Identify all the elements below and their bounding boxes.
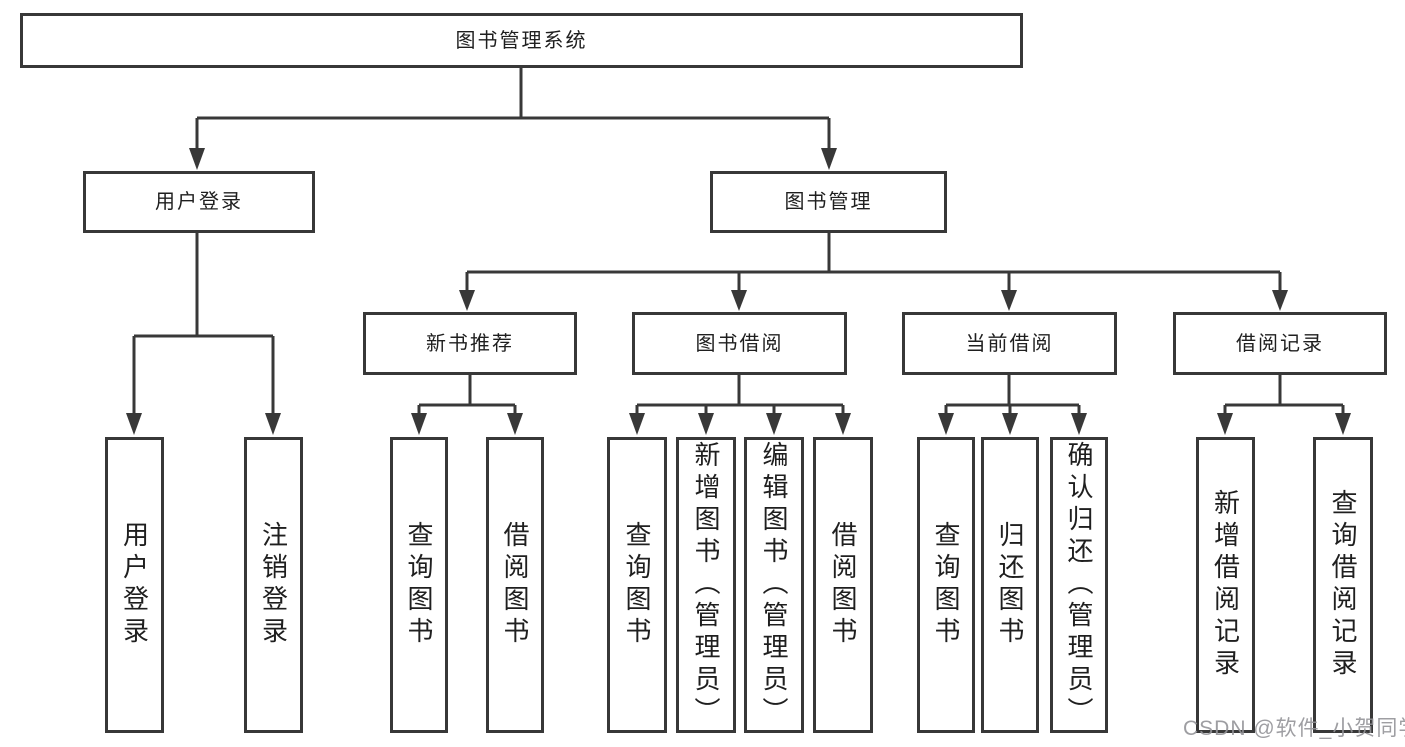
node-user-login: 用户登录: [83, 171, 315, 233]
node-label: 查询借阅记录: [1328, 489, 1358, 681]
connector-book-borrowing-branch: [629, 374, 851, 435]
node-label: 图书管理系统: [455, 29, 588, 52]
node-label: 图书借阅: [695, 332, 784, 355]
node-label: 新书推荐: [426, 332, 514, 355]
leaf-query-books: 查询图书: [607, 437, 667, 733]
node-borrow-records: 借阅记录: [1173, 312, 1387, 375]
node-label: 新增图书（管理员）: [691, 441, 721, 729]
node-label: 借阅图书: [500, 521, 530, 649]
node-label: 借阅图书: [828, 521, 858, 649]
node-book-management: 图书管理: [710, 171, 947, 233]
node-book-management-system: 图书管理系统: [20, 13, 1023, 68]
node-current-borrowing: 当前借阅: [902, 312, 1117, 375]
connector-current-borrowing-branch: [938, 374, 1087, 435]
node-label: 归还图书: [995, 521, 1025, 649]
leaf-query-books: 查询图书: [390, 437, 448, 733]
node-label: 当前借阅: [965, 332, 1054, 355]
leaf-confirm-return-admin: 确认归还（管理员）: [1050, 437, 1108, 733]
node-label: 查询图书: [931, 521, 961, 649]
leaf-add-books-admin: 新增图书（管理员）: [676, 437, 736, 733]
leaf-return-books: 归还图书: [981, 437, 1039, 733]
node-label: 查询图书: [404, 521, 434, 649]
connector-book-management-branch: [459, 233, 1288, 311]
node-label: 确认归还（管理员）: [1064, 441, 1094, 729]
connector-borrow-records-branch: [1217, 374, 1351, 435]
node-label: 用户登录: [155, 191, 243, 213]
node-book-borrowing: 图书借阅: [632, 312, 847, 375]
node-label: 注销登录: [258, 521, 289, 649]
leaf-edit-books-admin: 编辑图书（管理员）: [744, 437, 804, 733]
csdn-watermark: CSDN @软件_小贺同学: [1183, 717, 1405, 740]
node-new-book-recommend: 新书推荐: [363, 312, 577, 375]
leaf-add-borrow-record: 新增借阅记录: [1196, 437, 1255, 733]
connector-user-login-branch: [126, 233, 281, 435]
node-label: 查询图书: [622, 521, 652, 649]
leaf-query-borrow-record: 查询借阅记录: [1313, 437, 1373, 733]
connector-new-book-branch: [411, 374, 523, 435]
node-label: 新增借阅记录: [1210, 489, 1241, 681]
leaf-logout: 注销登录: [244, 437, 303, 733]
leaf-borrow-books: 借阅图书: [486, 437, 544, 733]
connector-root-to-level2: [189, 68, 837, 170]
node-label: 用户登录: [119, 521, 150, 649]
leaf-query-books: 查询图书: [917, 437, 975, 733]
node-label: 图书管理: [784, 191, 873, 213]
node-label: 借阅记录: [1236, 332, 1324, 355]
leaf-borrow-books: 借阅图书: [813, 437, 873, 733]
node-label: 编辑图书（管理员）: [759, 441, 789, 729]
leaf-user-login: 用户登录: [105, 437, 164, 733]
